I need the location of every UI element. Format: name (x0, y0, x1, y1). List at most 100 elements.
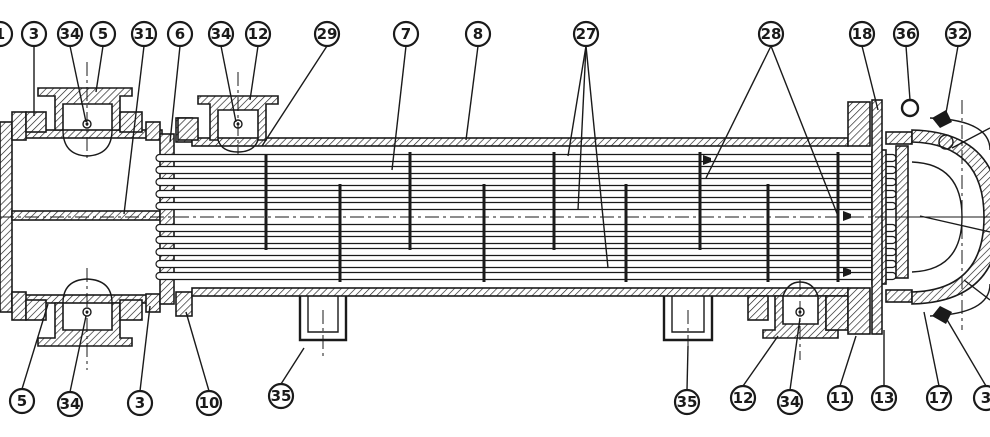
callout-31: 31 (130, 20, 158, 48)
leader-line (742, 335, 779, 387)
leader-line (391, 45, 407, 171)
leader-line (567, 45, 587, 157)
tube (155, 259, 897, 269)
channel-flange-right-bottom (145, 293, 161, 313)
svg-text:36: 36 (896, 25, 917, 43)
shell-wall-bottom (191, 287, 849, 297)
channel-nozzle-bottom (37, 302, 133, 347)
callout-18: 18 (848, 20, 876, 48)
svg-text:18: 18 (852, 25, 873, 43)
svg-text:27: 27 (576, 25, 597, 43)
leader-line (963, 279, 990, 301)
channel-flange-left-bottom (11, 291, 27, 321)
svg-text:3: 3 (29, 25, 39, 43)
svg-text:11: 11 (830, 389, 851, 407)
leader-line (951, 127, 990, 149)
leader-line (919, 215, 990, 233)
svg-text:1: 1 (0, 25, 5, 43)
svg-text:34: 34 (780, 393, 801, 411)
tie-rod-nut (843, 211, 851, 221)
svg-text:28: 28 (761, 25, 782, 43)
channel-assembly (0, 62, 163, 370)
leader-line (770, 45, 839, 217)
svg-text:5: 5 (98, 25, 108, 43)
tie-rod-nut (703, 155, 711, 165)
leader-line (789, 317, 801, 391)
leader-line (585, 45, 609, 269)
callout-35-left: 35 (267, 382, 295, 410)
shell-wall-top (191, 137, 849, 147)
svg-text:6: 6 (175, 25, 185, 43)
leader-line (123, 45, 145, 215)
svg-text:13: 13 (874, 389, 895, 407)
leader-line (139, 305, 151, 392)
leader-line (943, 45, 959, 125)
svg-text:35: 35 (271, 387, 292, 405)
pass-partition-plate (11, 210, 161, 221)
callout-10: 10 (195, 389, 223, 417)
svg-text:34: 34 (211, 25, 232, 43)
leader-line (169, 45, 181, 143)
leader-line (686, 345, 689, 391)
svg-text:8: 8 (473, 25, 483, 43)
svg-text:34: 34 (60, 25, 81, 43)
tube (155, 271, 897, 281)
leader-line (21, 303, 49, 390)
svg-text:29: 29 (317, 25, 338, 43)
svg-text:17: 17 (929, 389, 950, 407)
callout-cut-right: 3 (972, 384, 990, 412)
callouts: 1 3 34 5 31 6 34 12 (0, 20, 990, 418)
leader-line (261, 45, 328, 147)
svg-text:7: 7 (401, 25, 411, 43)
leader-line (280, 347, 305, 385)
callout-35-right: 35 (673, 388, 701, 416)
floating-head-cover (911, 129, 990, 305)
callout-3-bottom: 3 (126, 389, 154, 417)
callout-34-top-left: 34 (56, 20, 84, 48)
leader-line (220, 45, 237, 123)
tie-rod-nut (843, 267, 851, 277)
leader-line (69, 45, 87, 123)
leader-lines (21, 45, 990, 393)
callout-12-bottom: 12 (729, 384, 757, 412)
leader-line (69, 315, 87, 393)
leader-line (945, 317, 987, 387)
callout-27: 27 (572, 20, 600, 48)
channel-flange-left-top (11, 111, 27, 141)
svg-text:32: 32 (948, 25, 969, 43)
lifting-lug (900, 98, 920, 118)
svg-text:12: 12 (248, 25, 269, 43)
leader-line (905, 45, 911, 101)
callout-5-bottom: 5 (8, 387, 36, 415)
callout-12-top: 12 (244, 20, 272, 48)
callout-36: 36 (892, 20, 920, 48)
leader-line (577, 45, 587, 211)
callout-34-bottom-left: 34 (56, 390, 84, 418)
callout-cut-left: 1 (0, 20, 14, 48)
leader-line (705, 45, 772, 179)
svg-text:31: 31 (134, 25, 155, 43)
split-backing-ring (895, 145, 909, 279)
leader-line (465, 45, 479, 141)
svg-text:34: 34 (60, 395, 81, 413)
channel-flange-right-top (145, 121, 161, 141)
svg-text:3: 3 (135, 394, 145, 412)
callout-32: 32 (944, 20, 972, 48)
shell (177, 72, 871, 360)
callout-17: 17 (925, 384, 953, 412)
svg-text:5: 5 (17, 392, 27, 410)
callout-11: 11 (826, 384, 854, 412)
svg-text:12: 12 (733, 389, 754, 407)
callout-7: 7 (392, 20, 420, 48)
callout-29: 29 (313, 20, 341, 48)
callout-6: 6 (166, 20, 194, 48)
svg-text:3: 3 (981, 389, 990, 407)
leader-line (861, 45, 879, 111)
callout-28: 28 (757, 20, 785, 48)
callout-3-top: 3 (20, 20, 48, 48)
leader-line (95, 45, 104, 93)
leader-line (185, 311, 210, 392)
leader-line (839, 335, 857, 387)
svg-text:10: 10 (199, 394, 220, 412)
